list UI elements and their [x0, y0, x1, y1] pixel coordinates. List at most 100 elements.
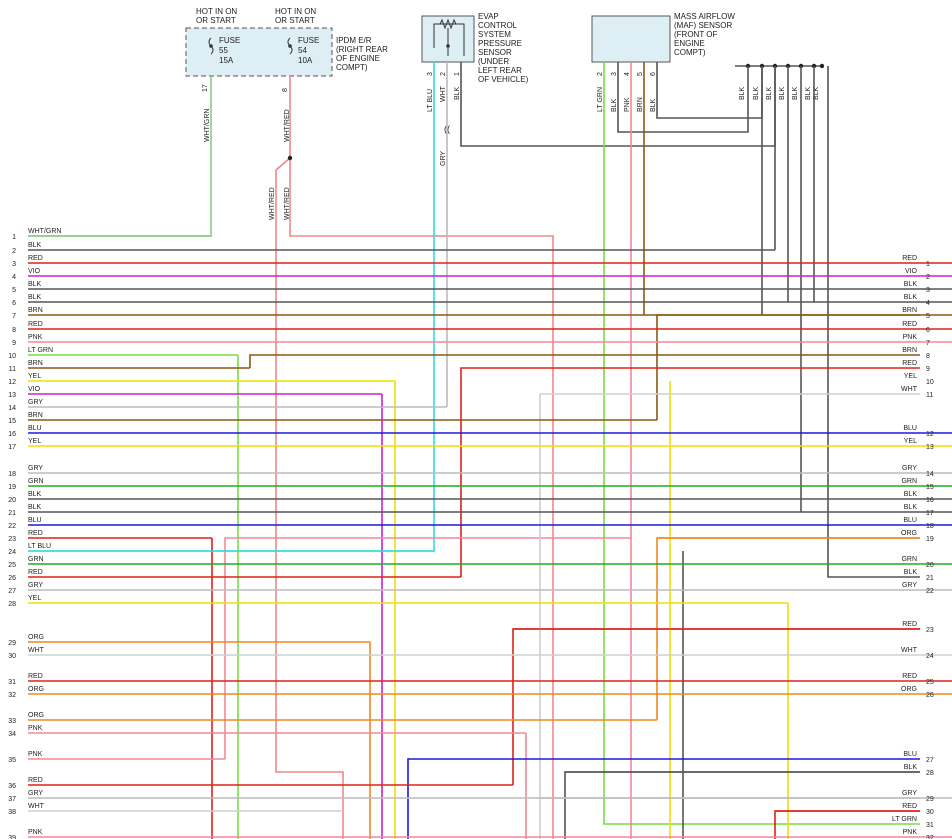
right-pin-2: 2: [926, 274, 930, 281]
right-pin-13: 13: [926, 444, 934, 451]
right-pin-25: 25: [926, 679, 934, 686]
right-wire-label-30: RED: [902, 803, 917, 810]
right-pin-20: 20: [926, 562, 934, 569]
fuse-55-label: FUSE: [219, 36, 240, 45]
right-wire-label-29: GRY: [902, 790, 917, 797]
left-pin-20: 20: [8, 497, 16, 504]
left-pin-38: 38: [8, 809, 16, 816]
right-pin-17: 17: [926, 510, 934, 517]
left-wire-label-16: BLU: [28, 425, 42, 432]
left-pin-17: 17: [8, 444, 16, 451]
route-brn-11: [249, 354, 920, 368]
left-wire-label-12: YEL: [28, 373, 41, 380]
right-wire-label-24: WHT: [901, 647, 918, 654]
right-pin-15: 15: [926, 484, 934, 491]
right-pin-16: 16: [926, 497, 934, 504]
left-wire-label-2: BLK: [28, 242, 42, 249]
evap-pin-2: 2: [440, 72, 447, 76]
split-wire-label-a: WHT/RED: [269, 187, 276, 220]
left-pin-36: 36: [8, 783, 16, 790]
evap-pin-3: 3: [427, 72, 434, 76]
fuse-54-number: 54: [298, 46, 307, 55]
evap-wire-3: LT BLU: [427, 89, 434, 112]
right-wire-label-15: GRN: [901, 478, 917, 485]
route-blk-28b: [564, 771, 920, 839]
maf-wire-2: LT GRN: [597, 87, 604, 112]
right-pin-9: 9: [926, 366, 930, 373]
ground-wire-label: BLK: [739, 86, 746, 100]
ground-wire-label: BLK: [813, 86, 820, 100]
left-wire-label-23: RED: [28, 530, 43, 537]
left-wire-label-27: GRY: [28, 582, 43, 589]
right-connector-rows: RED1VIO2BLK3BLK4BRN5RED6PNK7BRN8RED9YEL1…: [513, 255, 934, 839]
left-wire-label-29: ORG: [28, 634, 44, 641]
left-pin-27: 27: [8, 588, 16, 595]
evap-sensor-label: EVAP CONTROL SYSTEM PRESSURE SENSOR (UND…: [478, 12, 529, 84]
left-pin-3: 3: [12, 261, 16, 268]
right-wire-label-32: PNK: [903, 829, 918, 836]
maf-pin-4: 4: [624, 72, 631, 76]
splice-dot: [287, 155, 293, 161]
left-wire-label-10: LT GRN: [28, 347, 53, 354]
right-pin-30: 30: [926, 809, 934, 816]
right-pin-24: 24: [926, 653, 934, 660]
left-pin-4: 4: [12, 274, 16, 281]
fuse-54-amps: 10A: [298, 56, 313, 65]
right-pin-21: 21: [926, 575, 934, 582]
left-wire-label-31: RED: [28, 673, 43, 680]
left-pin-32: 32: [8, 692, 16, 699]
left-pin-31: 31: [8, 679, 16, 686]
left-pin-34: 34: [8, 731, 16, 738]
fuse-55-hot-label: HOT IN ON OR START: [196, 7, 239, 25]
right-wire-label-20: GRN: [901, 556, 917, 563]
right-wire-label-6: RED: [902, 321, 917, 328]
right-pin-18: 18: [926, 523, 934, 530]
resistor-icon: [439, 18, 457, 30]
right-wire-label-4: BLK: [904, 294, 918, 301]
left-pin-6: 6: [12, 300, 16, 307]
left-pin-8: 8: [12, 327, 16, 334]
maf-sensor-box: [591, 15, 671, 63]
right-wire-label-31: LT GRN: [892, 816, 917, 823]
right-wire-label-11: WHT: [901, 386, 918, 393]
evap-wire-2: WHT: [440, 85, 447, 102]
left-wire-label-19: GRN: [28, 478, 44, 485]
left-connector-rows: 1WHT/GRN2BLK3RED4VIO5BLK6BLK7BRN8RED9PNK…: [8, 228, 952, 839]
right-pin-23: 23: [926, 627, 934, 634]
route-wht-red-b: [275, 157, 344, 839]
left-wire-label-1: WHT/GRN: [28, 228, 61, 235]
left-pin-5: 5: [12, 287, 16, 294]
left-pin-24: 24: [8, 549, 16, 556]
maf-pin-6: 6: [650, 72, 657, 76]
right-wire-label-21: BLK: [904, 569, 918, 576]
right-pin-31: 31: [926, 822, 934, 829]
right-wire-label-25: RED: [902, 673, 917, 680]
fuse-54-pin: 8: [282, 88, 289, 92]
left-pin-13: 13: [8, 392, 16, 399]
left-wire-label-30: WHT: [28, 647, 45, 654]
maf-pin-2: 2: [597, 72, 604, 76]
left-pin-18: 18: [8, 471, 16, 478]
evap-sensor: EVAP CONTROL SYSTEM PRESSURE SENSOR (UND…: [421, 12, 529, 166]
right-wire-label-13: YEL: [904, 438, 917, 445]
fuse-55-number: 55: [219, 46, 228, 55]
maf-pin-3: 3: [611, 72, 618, 76]
left-wire-label-36: RED: [28, 777, 43, 784]
right-pin-10: 10: [926, 379, 934, 386]
right-wire-label-26: ORG: [901, 686, 917, 693]
right-wire-label-3: BLK: [904, 281, 918, 288]
right-wire-label-17: BLK: [904, 504, 918, 511]
right-wire-label-9: RED: [902, 360, 917, 367]
left-pin-23: 23: [8, 536, 16, 543]
right-wire-label-14: GRY: [902, 465, 917, 472]
left-wire-label-22: BLU: [28, 517, 42, 524]
ground-wire-label: BLK: [753, 86, 760, 100]
left-wire-label-39: PNK: [28, 829, 43, 836]
left-wire-label-38: WHT: [28, 803, 45, 810]
left-wire-label-21: BLK: [28, 504, 42, 511]
left-pin-16: 16: [8, 431, 16, 438]
right-pin-5: 5: [926, 313, 930, 320]
right-pin-12: 12: [926, 431, 934, 438]
right-pin-8: 8: [926, 353, 930, 360]
